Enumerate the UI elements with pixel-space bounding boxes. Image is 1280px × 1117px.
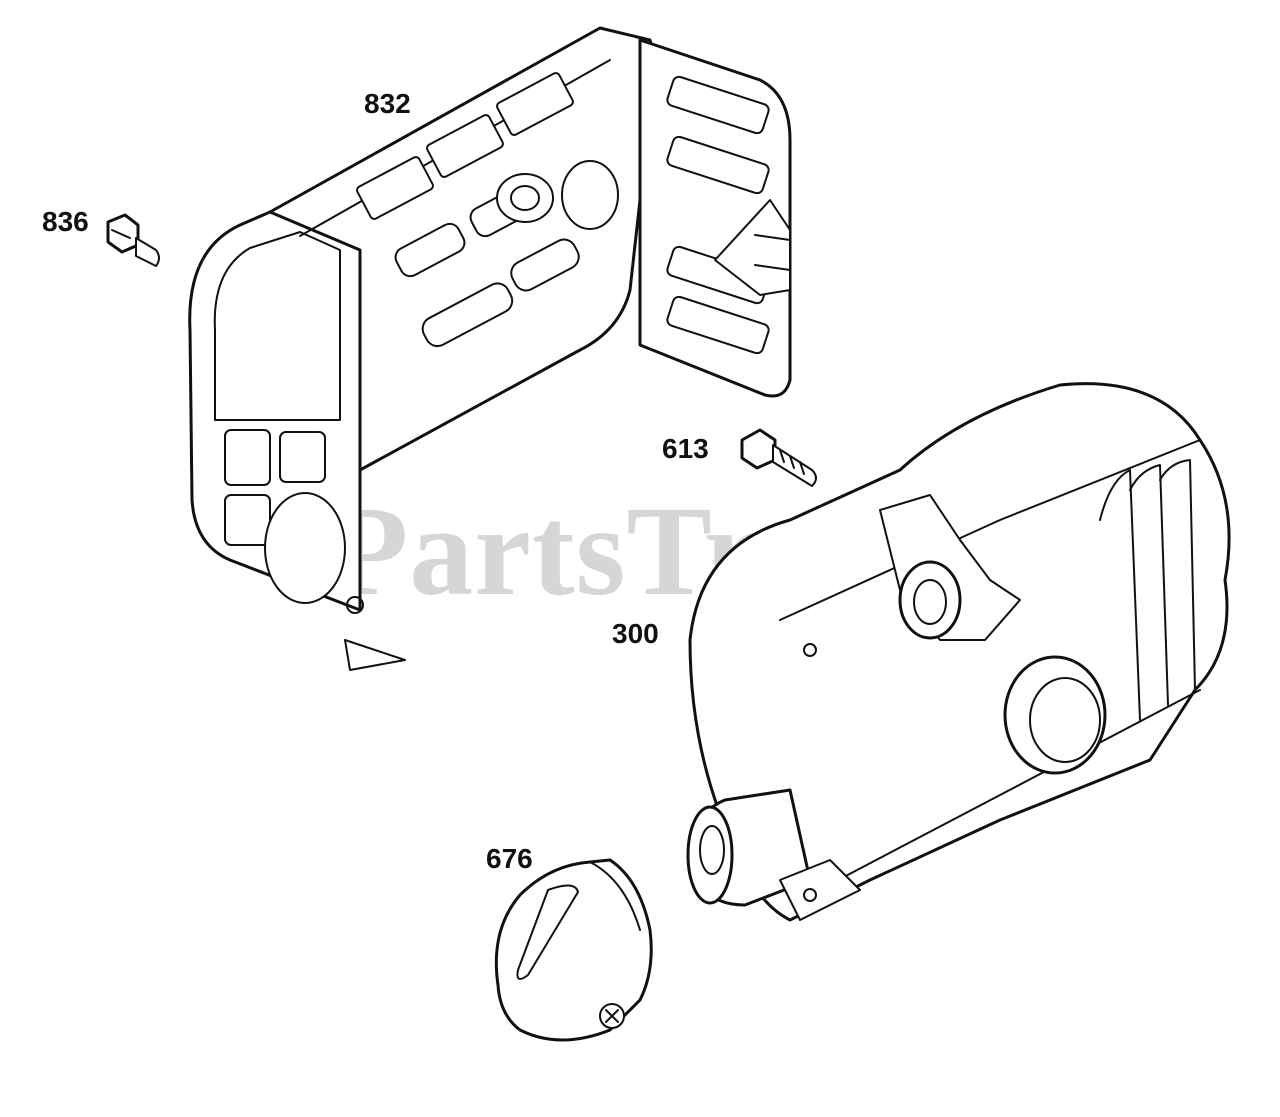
callout-300[interactable]: 300 (612, 618, 659, 649)
callout-836[interactable]: 836 (42, 206, 89, 237)
callout-676[interactable]: 676 (486, 843, 533, 874)
heat-shield-bracket-icon[interactable] (188, 26, 792, 671)
callout-832[interactable]: 832 (364, 88, 411, 119)
spark-arrestor-deflector-icon[interactable] (494, 858, 653, 1042)
flange-screw-icon[interactable] (106, 213, 160, 267)
callout-613[interactable]: 613 (662, 433, 709, 464)
hex-bolt-icon[interactable] (740, 428, 817, 487)
muffler-icon[interactable] (686, 382, 1231, 922)
